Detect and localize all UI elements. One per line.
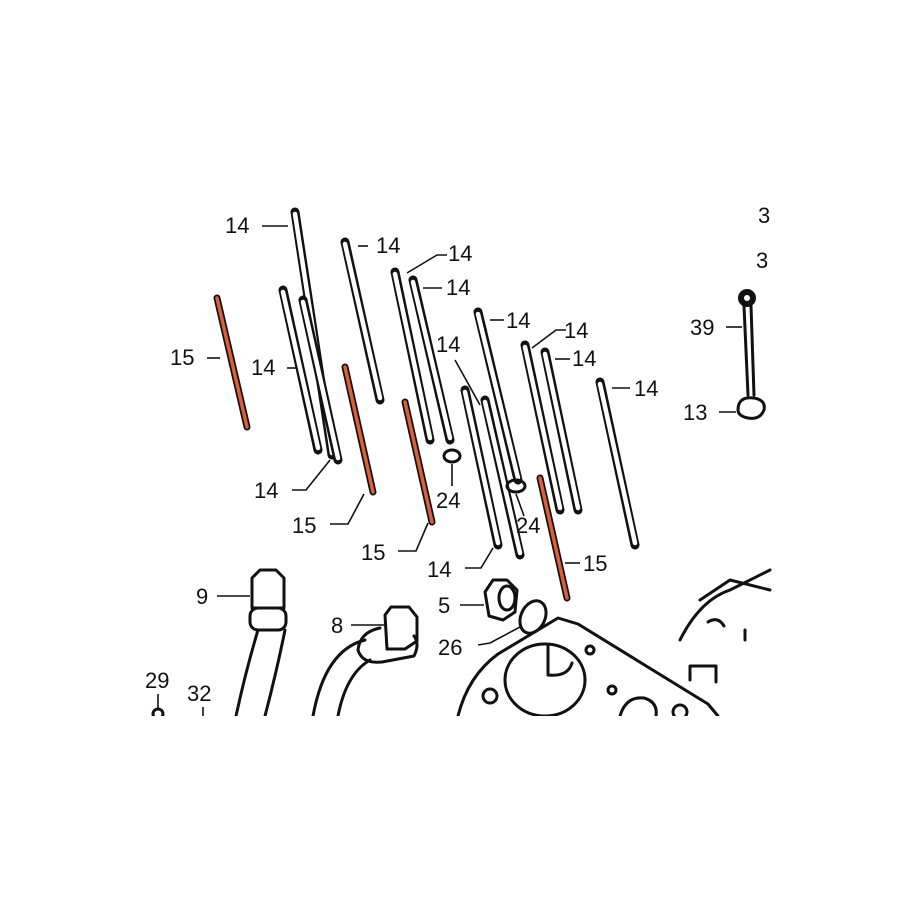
washer bbox=[442, 448, 462, 464]
stud bbox=[480, 395, 525, 560]
stud bbox=[408, 275, 455, 445]
callout-32: 32 bbox=[187, 681, 211, 706]
callout-9: 9 bbox=[196, 584, 208, 609]
stud bbox=[278, 285, 323, 455]
callout-3: 3 bbox=[756, 248, 768, 273]
callout-14: 14 bbox=[448, 241, 472, 266]
callout-24: 24 bbox=[436, 488, 460, 513]
stud bbox=[340, 237, 385, 405]
stud bbox=[595, 377, 640, 550]
callout-29: 29 bbox=[145, 668, 169, 693]
stud bbox=[520, 340, 565, 515]
callout-3: 3 bbox=[758, 203, 770, 228]
studs-14 bbox=[278, 207, 640, 560]
callout-14: 14 bbox=[376, 233, 400, 258]
callout-14: 14 bbox=[436, 332, 460, 357]
callout-15: 15 bbox=[361, 540, 385, 565]
callout-14: 14 bbox=[506, 308, 530, 333]
callout-15: 15 bbox=[583, 551, 607, 576]
callout-14: 14 bbox=[572, 346, 596, 371]
red-stud bbox=[401, 398, 436, 526]
callout-14: 14 bbox=[634, 376, 658, 401]
callout-14: 14 bbox=[254, 478, 278, 503]
callout-14: 14 bbox=[251, 355, 275, 380]
hose-8 bbox=[311, 605, 419, 716]
callout-39: 39 bbox=[690, 315, 714, 340]
red-stud bbox=[213, 294, 251, 431]
red-stud bbox=[341, 363, 377, 496]
callout-13: 13 bbox=[683, 400, 707, 425]
o-ring-26 bbox=[518, 599, 548, 635]
stud bbox=[473, 307, 523, 485]
callout-15: 15 bbox=[170, 345, 194, 370]
stud bbox=[540, 347, 583, 515]
callout-14: 14 bbox=[225, 213, 249, 238]
stud bbox=[390, 267, 435, 445]
callout-8: 8 bbox=[331, 613, 343, 638]
callout-24: 24 bbox=[516, 513, 540, 538]
studs-15-highlighted bbox=[213, 294, 571, 602]
leader-lines bbox=[207, 225, 742, 646]
cylinder-head bbox=[456, 568, 772, 716]
plug-5 bbox=[483, 578, 519, 622]
callout-14: 14 bbox=[446, 275, 470, 300]
callout-26: 26 bbox=[438, 635, 462, 660]
bolt-39 bbox=[736, 289, 766, 420]
callout-15: 15 bbox=[292, 513, 316, 538]
hose-9 bbox=[234, 568, 288, 716]
callout-14: 14 bbox=[427, 557, 451, 582]
red-stud bbox=[536, 474, 571, 602]
stud bbox=[298, 295, 343, 465]
stud bbox=[460, 385, 503, 550]
washer bbox=[505, 478, 527, 494]
callout-labels: 14 14 14 14 15 14 14 14 14 14 14 24 24 1… bbox=[145, 203, 770, 706]
callout-5: 5 bbox=[438, 593, 450, 618]
callout-14: 14 bbox=[564, 318, 588, 343]
